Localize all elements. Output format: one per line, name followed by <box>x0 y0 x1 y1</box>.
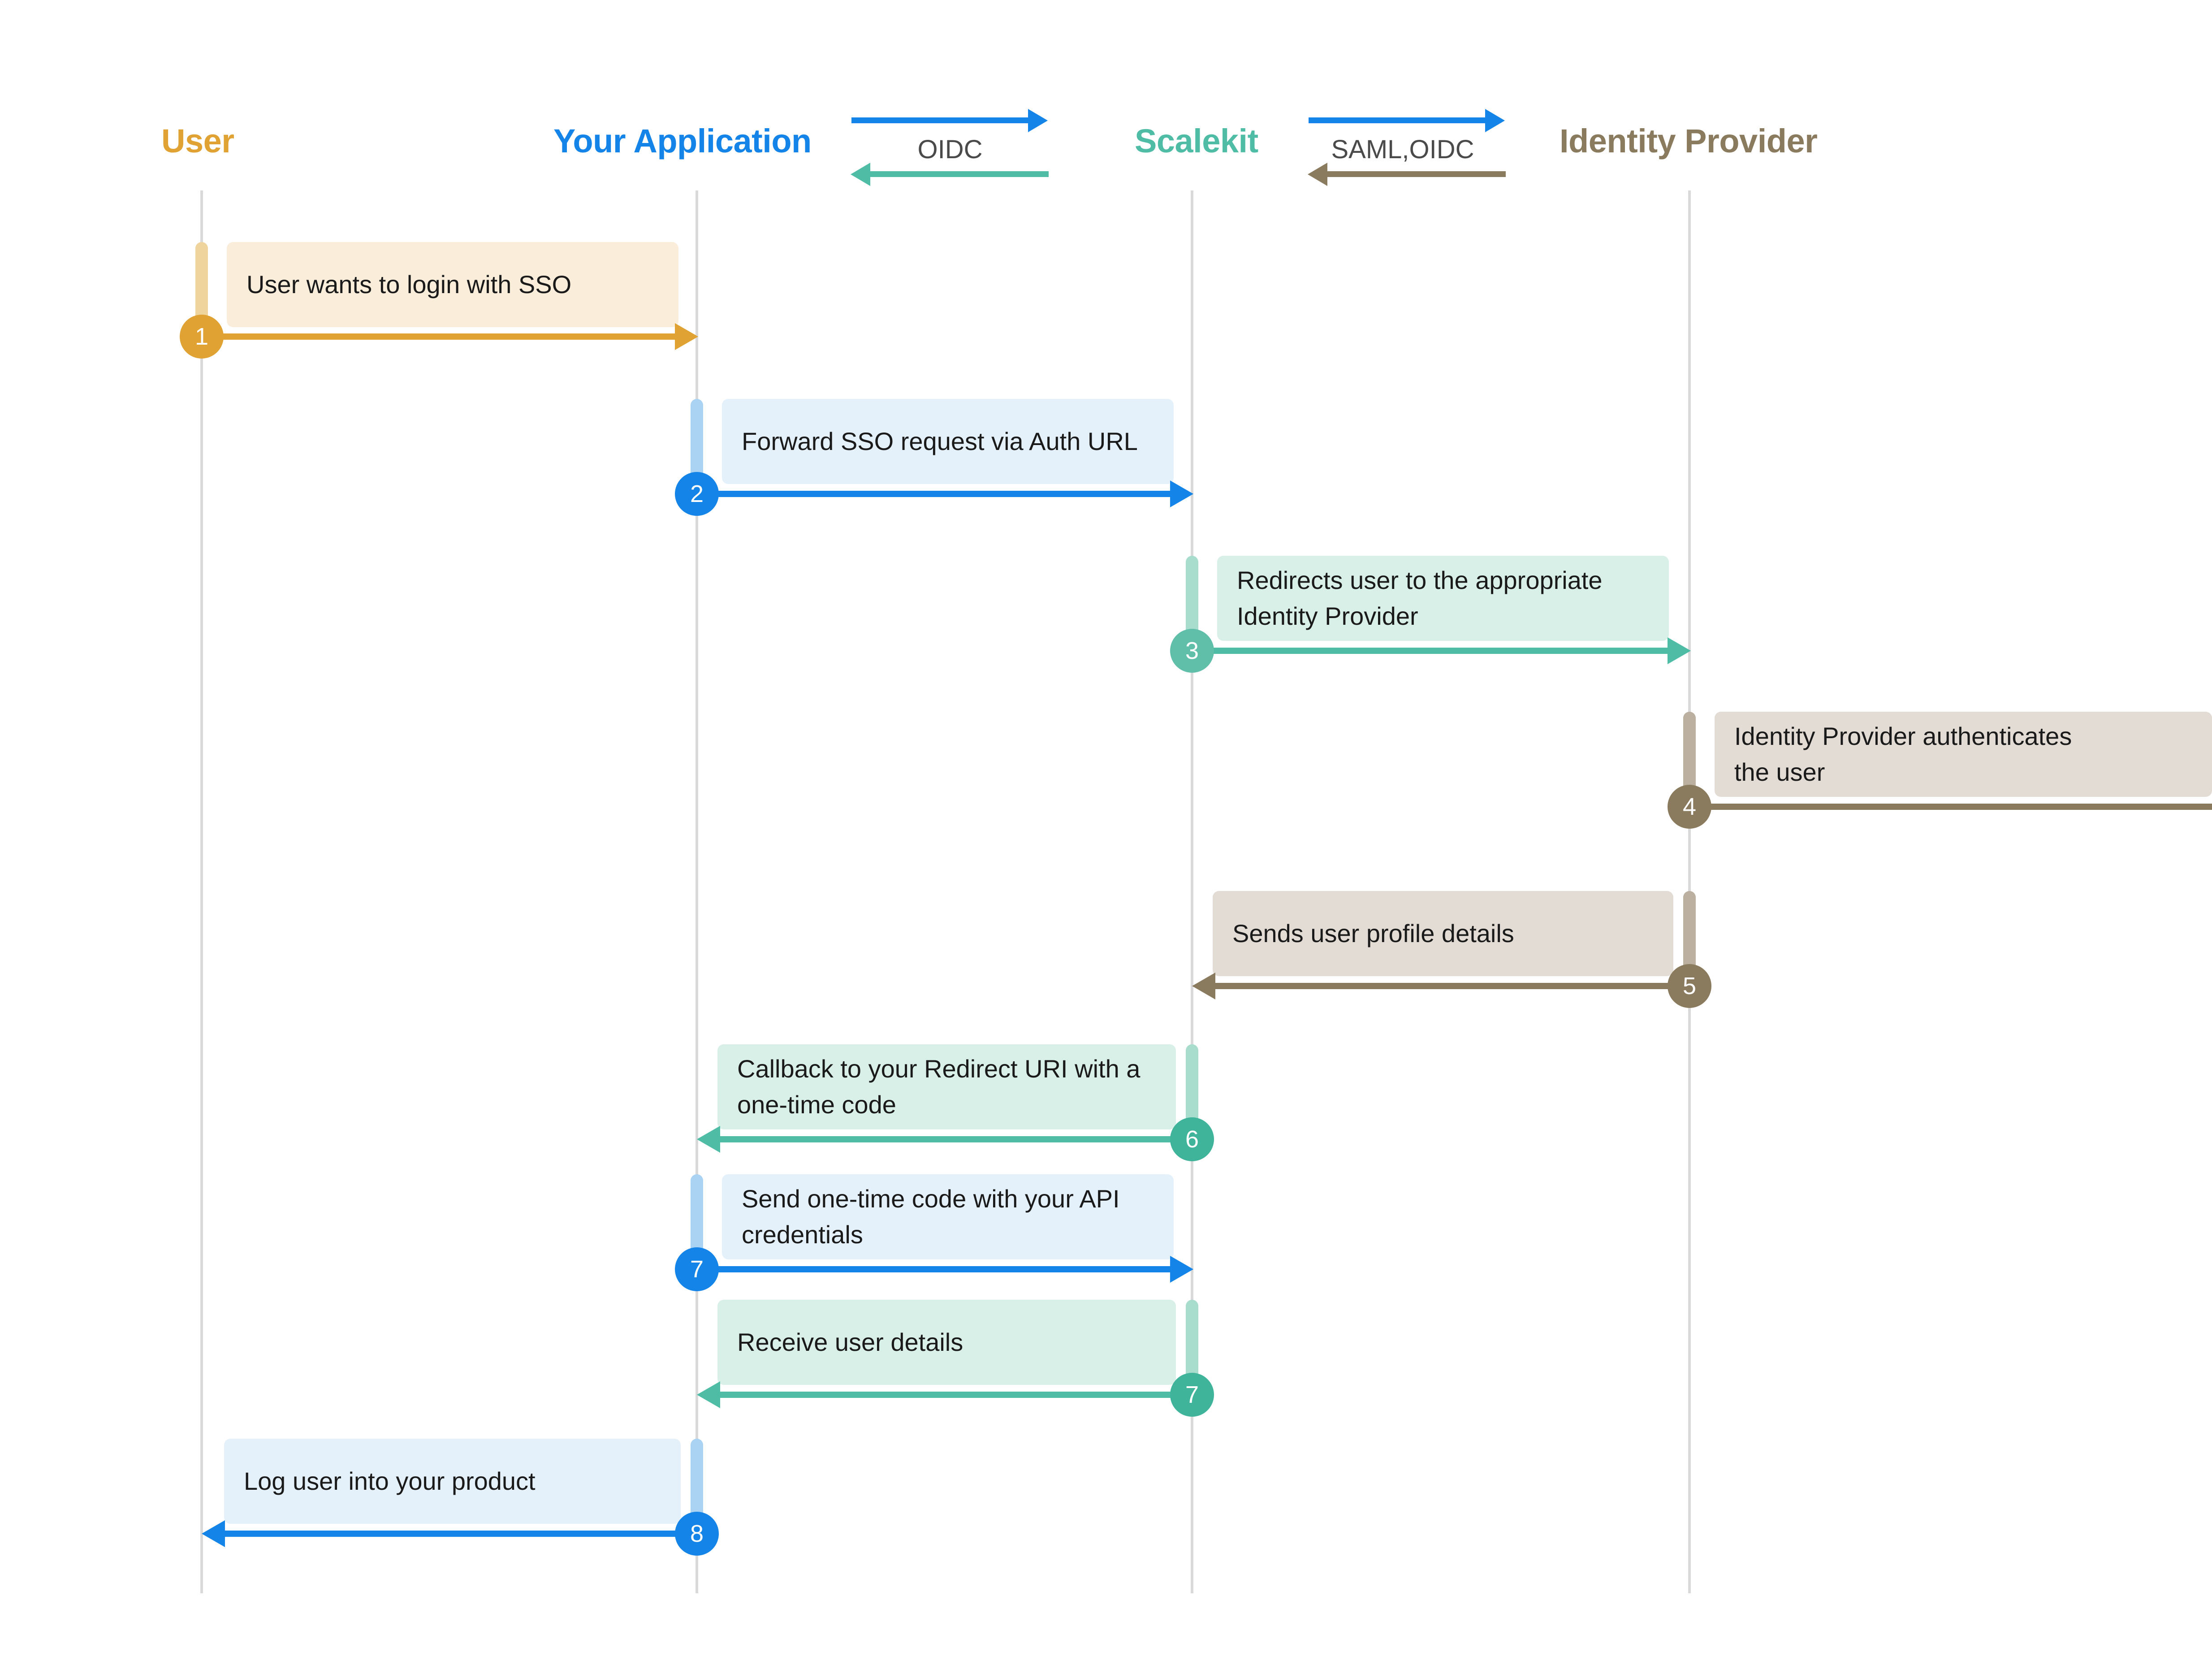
activation-bar-step-2 <box>691 399 703 484</box>
protocol-saml-oidc-reverse-arrowhead <box>1308 163 1327 186</box>
actor-label-your-application: Your Application <box>553 122 812 160</box>
protocol-oidc-forward-line <box>851 117 1031 123</box>
step-badge-1: 1 <box>180 315 224 359</box>
protocol-oidc-reverse-arrowhead <box>851 163 870 186</box>
protocol-saml-oidc-forward-line <box>1309 117 1488 123</box>
message-text-step-7a: Send one-time code with your API credent… <box>742 1185 1120 1249</box>
message-box-step-4: Identity Provider authenticates the user <box>1715 712 2212 797</box>
message-text-step-1: User wants to login with SSO <box>246 270 572 299</box>
message-arrowhead-step-6 <box>697 1126 720 1153</box>
protocol-oidc-forward-arrowhead <box>1028 109 1048 132</box>
activation-bar-step-7a <box>691 1174 703 1259</box>
message-text-step-6: Callback to your Redirect URI with a one… <box>737 1055 1141 1119</box>
protocol-oidc-label: OIDC <box>917 135 983 164</box>
message-box-step-8: Log user into your product <box>224 1439 681 1524</box>
actor-label-identity-provider: Identity Provider <box>1560 122 1818 160</box>
message-arrow-line-step-7b <box>717 1392 1194 1398</box>
activation-bar-step-4 <box>1683 712 1696 797</box>
message-arrowhead-step-2 <box>1170 480 1193 507</box>
actor-label-scalekit: Scalekit <box>1135 122 1258 160</box>
message-arrow-line-step-7a <box>697 1266 1172 1272</box>
message-box-step-3: Redirects user to the appropriate Identi… <box>1217 556 1669 641</box>
step-badge-4: 4 <box>1668 785 1711 829</box>
lifeline-app <box>696 190 698 1593</box>
activation-bar-step-7b <box>1186 1300 1198 1385</box>
message-arrow-line-step-6 <box>717 1136 1194 1142</box>
message-arrowhead-step-7b <box>697 1381 720 1408</box>
step-badge-3: 3 <box>1170 629 1214 673</box>
message-arrow-line-step-3 <box>1192 648 1669 654</box>
lifeline-user <box>200 190 203 1593</box>
message-arrowhead-step-5 <box>1192 973 1215 999</box>
step-badge-7b: 7 <box>1170 1373 1214 1417</box>
message-arrow-line-step-8 <box>222 1531 699 1537</box>
message-text-step-4: Identity Provider authenticates the user <box>1734 722 2072 786</box>
message-text-step-3: Redirects user to the appropriate Identi… <box>1237 566 1603 630</box>
message-arrow-line-step-2 <box>697 491 1172 497</box>
step-badge-6: 6 <box>1170 1117 1214 1161</box>
message-box-step-2: Forward SSO request via Auth URL <box>722 399 1174 484</box>
message-box-step-7b: Receive user details <box>717 1300 1176 1385</box>
activation-bar-step-8 <box>691 1439 703 1524</box>
activation-bar-step-5 <box>1683 891 1696 976</box>
message-arrowhead-step-3 <box>1668 637 1691 664</box>
message-box-step-1: User wants to login with SSO <box>227 242 678 327</box>
step-badge-5: 5 <box>1668 964 1711 1008</box>
protocol-saml-oidc-reverse-line <box>1326 171 1506 177</box>
step-badge-8: 8 <box>675 1512 719 1556</box>
protocol-saml-oidc-label: SAML,OIDC <box>1331 135 1474 164</box>
message-arrow-line-step-4 <box>1689 804 2212 810</box>
protocol-saml-oidc-forward-arrowhead <box>1485 109 1505 132</box>
message-arrowhead-step-7a <box>1170 1256 1193 1283</box>
message-text-step-5: Sends user profile details <box>1232 919 1514 948</box>
message-box-step-6: Callback to your Redirect URI with a one… <box>717 1044 1176 1129</box>
step-badge-2: 2 <box>675 472 719 516</box>
message-arrowhead-step-1 <box>675 323 698 350</box>
step-badge-7a: 7 <box>675 1247 719 1291</box>
activation-bar-step-6 <box>1186 1044 1198 1129</box>
actor-label-user: User <box>161 122 234 160</box>
activation-bar-step-1 <box>195 242 208 327</box>
lifeline-scalekit <box>1191 190 1193 1593</box>
message-arrowhead-step-8 <box>202 1520 225 1547</box>
message-arrow-line-step-1 <box>202 333 677 340</box>
message-text-step-7b: Receive user details <box>737 1328 963 1357</box>
protocol-oidc-reverse-line <box>869 171 1049 177</box>
message-text-step-8: Log user into your product <box>244 1467 536 1496</box>
message-arrow-line-step-5 <box>1213 983 1689 989</box>
message-text-step-2: Forward SSO request via Auth URL <box>742 427 1138 456</box>
message-box-step-7a: Send one-time code with your API credent… <box>722 1174 1174 1259</box>
message-box-step-5: Sends user profile details <box>1213 891 1673 976</box>
activation-bar-step-3 <box>1186 556 1198 641</box>
